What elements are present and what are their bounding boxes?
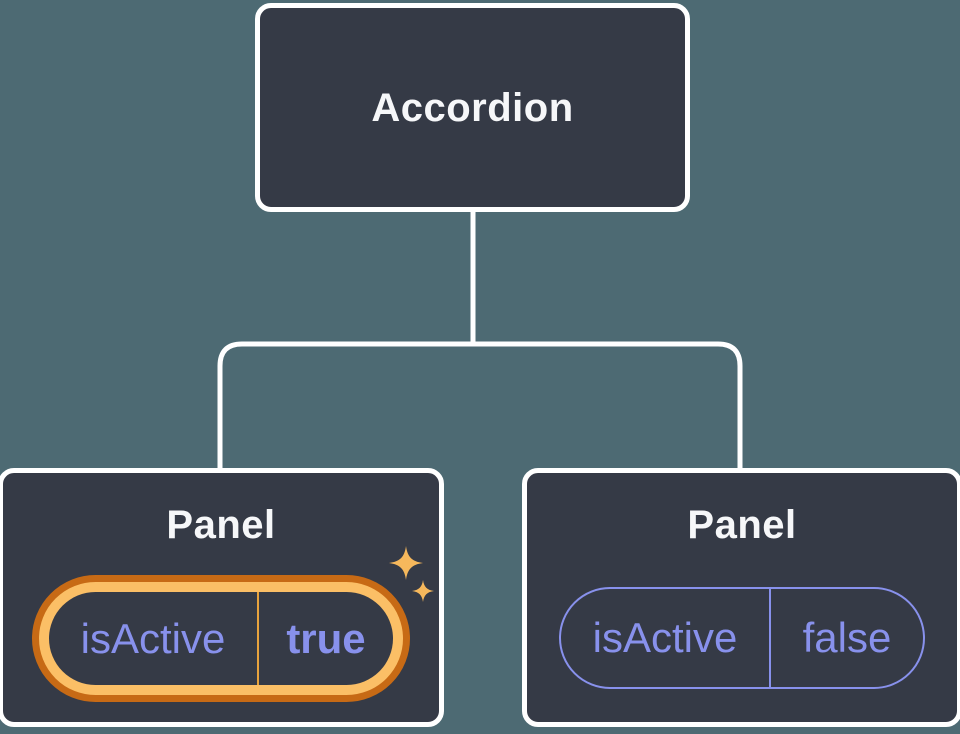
pill-divider [769, 589, 771, 687]
state-pill-highlight-ring: isActive true [32, 575, 410, 702]
panel-node-label: Panel [687, 503, 797, 547]
panel-node-active: Panel isActive true [0, 468, 444, 727]
panel-node-inactive: Panel isActive false [522, 468, 960, 727]
accordion-node-label: Accordion [371, 85, 574, 130]
pill-divider [257, 592, 259, 685]
sparkle-large [389, 546, 423, 580]
accordion-node: Accordion [255, 3, 690, 212]
state-pill-active: isActive true [49, 592, 393, 685]
state-value-label: true [286, 614, 366, 662]
panel-node-label: Panel [166, 503, 276, 547]
state-key-label: isActive [592, 614, 738, 661]
sparkle-small [412, 580, 434, 602]
connector-branches [217, 341, 743, 472]
state-key-label: isActive [80, 614, 226, 662]
state-pill-inactive: isActive false [559, 587, 925, 689]
sparkles-icon [389, 546, 434, 602]
state-value-label: false [802, 614, 892, 661]
